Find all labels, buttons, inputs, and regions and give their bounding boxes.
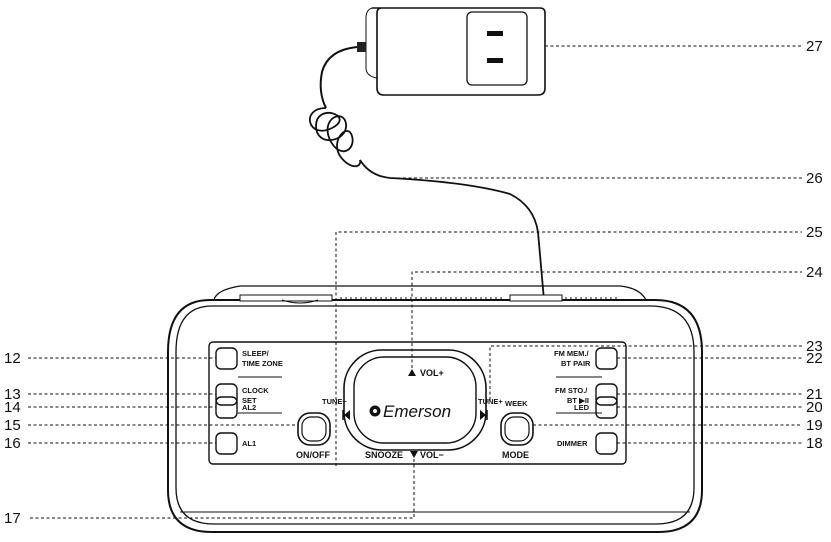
leader-lines (28, 45, 802, 519)
dimmer-label: DIMMER (557, 439, 588, 448)
adapter-cord-strain-relief (357, 42, 366, 52)
callout-26: 26 (806, 170, 823, 187)
on-off-label: ON/OFF (296, 450, 330, 460)
callout-19: 19 (806, 417, 823, 434)
sleep-label-line1: SLEEP/ (242, 349, 270, 358)
callout-22: 22 (806, 350, 823, 367)
plug-prong-top (487, 31, 503, 36)
led-button[interactable] (595, 396, 618, 419)
plug-prong-bottom (487, 58, 503, 63)
clock-label-line1: CLOCK (242, 386, 269, 395)
callout-21: 21 (806, 386, 823, 403)
fm-sto-bt-play-button[interactable] (595, 383, 618, 406)
dimmer-button[interactable] (595, 432, 618, 455)
week-label: WEEK (505, 399, 528, 408)
fm-mem-label-line1: FM MEM./ (554, 349, 589, 358)
top-vent-slot-left (239, 294, 333, 302)
mode-button[interactable] (500, 412, 534, 446)
callout-15: 15 (4, 417, 21, 434)
al1-label: AL1 (242, 439, 256, 448)
clock-label-line2: SET (242, 396, 257, 405)
callout-16: 16 (4, 435, 21, 452)
vol-up-arrow-icon (408, 369, 416, 376)
fm-sto-label-line2: BT ▶II (567, 396, 589, 405)
callout-13: 13 (4, 386, 21, 403)
power-cord (309, 46, 545, 301)
emerson-logo: Emerson (369, 402, 451, 421)
callout-14: 14 (4, 399, 21, 416)
center-dial (343, 349, 487, 451)
callout-17: 17 (4, 510, 21, 527)
tune-minus-label: TUNE− (322, 397, 347, 406)
mode-label: MODE (502, 450, 529, 460)
vol-minus-label: VOL− (420, 450, 444, 460)
sleep-label-line2: TIME ZONE (242, 359, 283, 368)
on-off-button[interactable] (297, 412, 331, 446)
front-panel (208, 341, 627, 465)
led-label: LED (574, 403, 590, 412)
callout-24: 24 (806, 264, 823, 281)
top-vent-slot-right (509, 294, 563, 302)
skip-forward-icon (480, 410, 488, 420)
ac-adapter (357, 7, 546, 96)
callout-18: 18 (806, 435, 823, 452)
al2-label: AL2 (242, 403, 256, 412)
al1-button[interactable] (215, 432, 238, 455)
vol-down-arrow-icon (410, 451, 418, 458)
skip-back-icon (342, 410, 350, 420)
svg-text:Emerson: Emerson (383, 402, 451, 421)
fm-mem-label-line2: BT PAIR (561, 359, 591, 368)
callout-23: 23 (806, 338, 823, 355)
snooze-label: SNOOZE (365, 450, 403, 460)
al2-button[interactable] (215, 396, 238, 419)
callout-20: 20 (806, 399, 823, 416)
clock-radio-body (167, 285, 703, 533)
callout-25: 25 (806, 224, 823, 241)
vol-plus-label: VOL+ (420, 368, 444, 378)
callout-27: 27 (806, 38, 823, 55)
fm-sto-label-line1: FM STO./ (555, 386, 588, 395)
clock-set-button[interactable] (215, 383, 238, 406)
fm-mem-bt-pair-button[interactable] (595, 347, 618, 370)
callout-12: 12 (4, 350, 21, 367)
sleep-time-zone-button[interactable] (215, 347, 238, 370)
tune-plus-label: TUNE+ (478, 397, 503, 406)
